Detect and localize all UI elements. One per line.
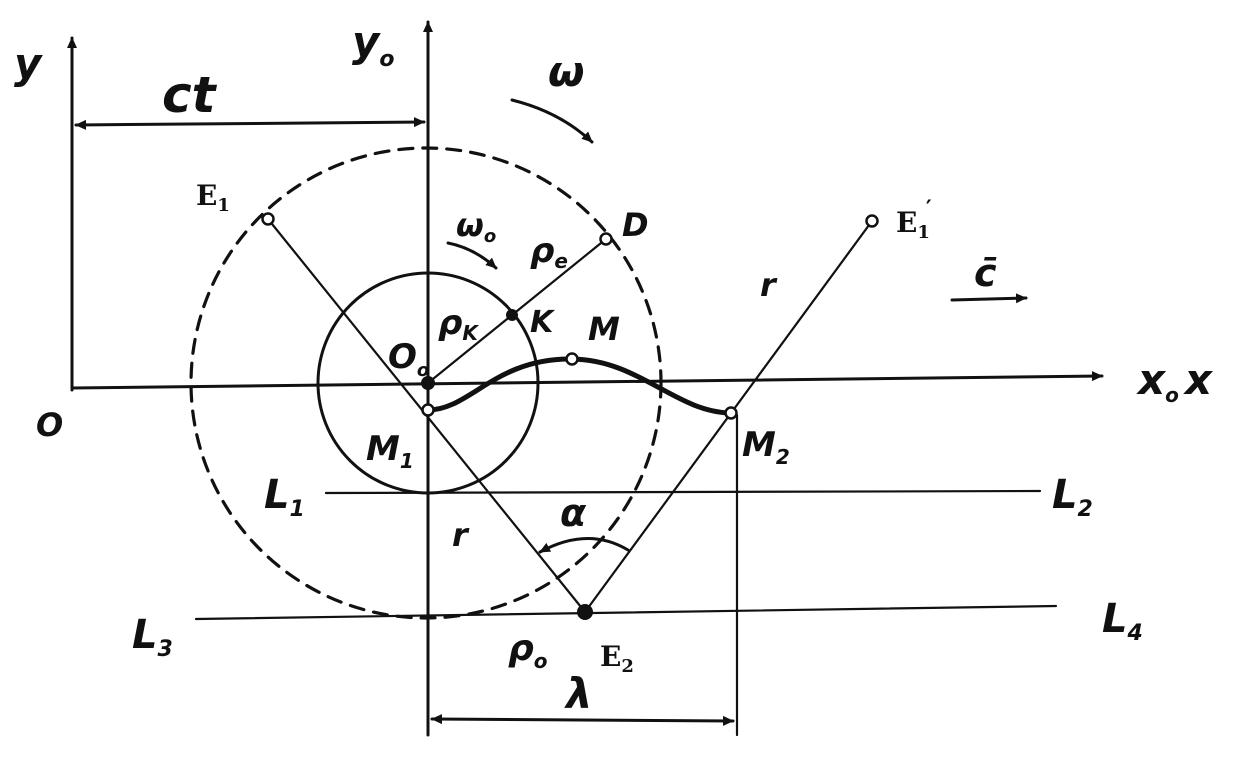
label-l3: L3 <box>132 612 173 662</box>
point-k <box>506 309 518 321</box>
label-alpha: α <box>560 491 587 535</box>
label-c-vector: c̄ <box>974 251 997 295</box>
label-e2: E2 <box>600 640 634 677</box>
label-omega0: ωo <box>456 206 496 247</box>
rolling-circle <box>316 271 540 495</box>
label-omega: ω <box>548 47 585 96</box>
point-d <box>599 232 613 246</box>
point-e2 <box>577 604 593 620</box>
label-e1prime: E1′ <box>896 196 932 243</box>
label-m2: M2 <box>742 425 790 469</box>
label-m1: M1 <box>366 429 414 473</box>
c-vector-arrow <box>950 293 1028 304</box>
label-rho-k: ρK <box>438 303 479 345</box>
alpha-arc <box>538 537 630 554</box>
label-r-lower: r <box>452 516 470 554</box>
label-o: O <box>36 406 63 444</box>
label-m: M <box>588 310 620 348</box>
label-l4: L4 <box>1102 596 1143 646</box>
point-m2 <box>724 406 738 420</box>
label-l1: L1 <box>264 472 305 522</box>
label-e1: E1 <box>196 179 230 216</box>
lambda-dimension-arrow <box>430 714 735 726</box>
label-r-right: r <box>760 266 778 304</box>
point-e1prime <box>865 214 879 228</box>
point-e1 <box>261 212 275 226</box>
label-k: K <box>530 305 556 340</box>
trajectory-curve <box>425 356 734 416</box>
label-y: y <box>14 39 43 88</box>
point-m1 <box>421 403 435 417</box>
ct-dimension-arrow <box>74 117 426 130</box>
line-l3-l4 <box>194 604 1058 621</box>
label-y0: yo <box>352 17 395 72</box>
label-d: D <box>622 206 649 244</box>
point-m <box>565 352 579 366</box>
label-o0: Oo <box>388 337 429 381</box>
dashed-outer-circle <box>189 146 663 620</box>
x-axis <box>70 371 1104 390</box>
label-ct: ct <box>162 66 218 124</box>
omega-arrow <box>510 98 594 144</box>
point-o0 <box>421 376 435 390</box>
label-rho-e: ρe <box>530 231 568 273</box>
omega0-arrow <box>446 241 498 270</box>
radius-o0-d <box>426 237 608 385</box>
label-l2: L2 <box>1052 472 1093 522</box>
label-rho0: ρo <box>508 628 548 673</box>
label-lambda: λ <box>564 669 593 718</box>
